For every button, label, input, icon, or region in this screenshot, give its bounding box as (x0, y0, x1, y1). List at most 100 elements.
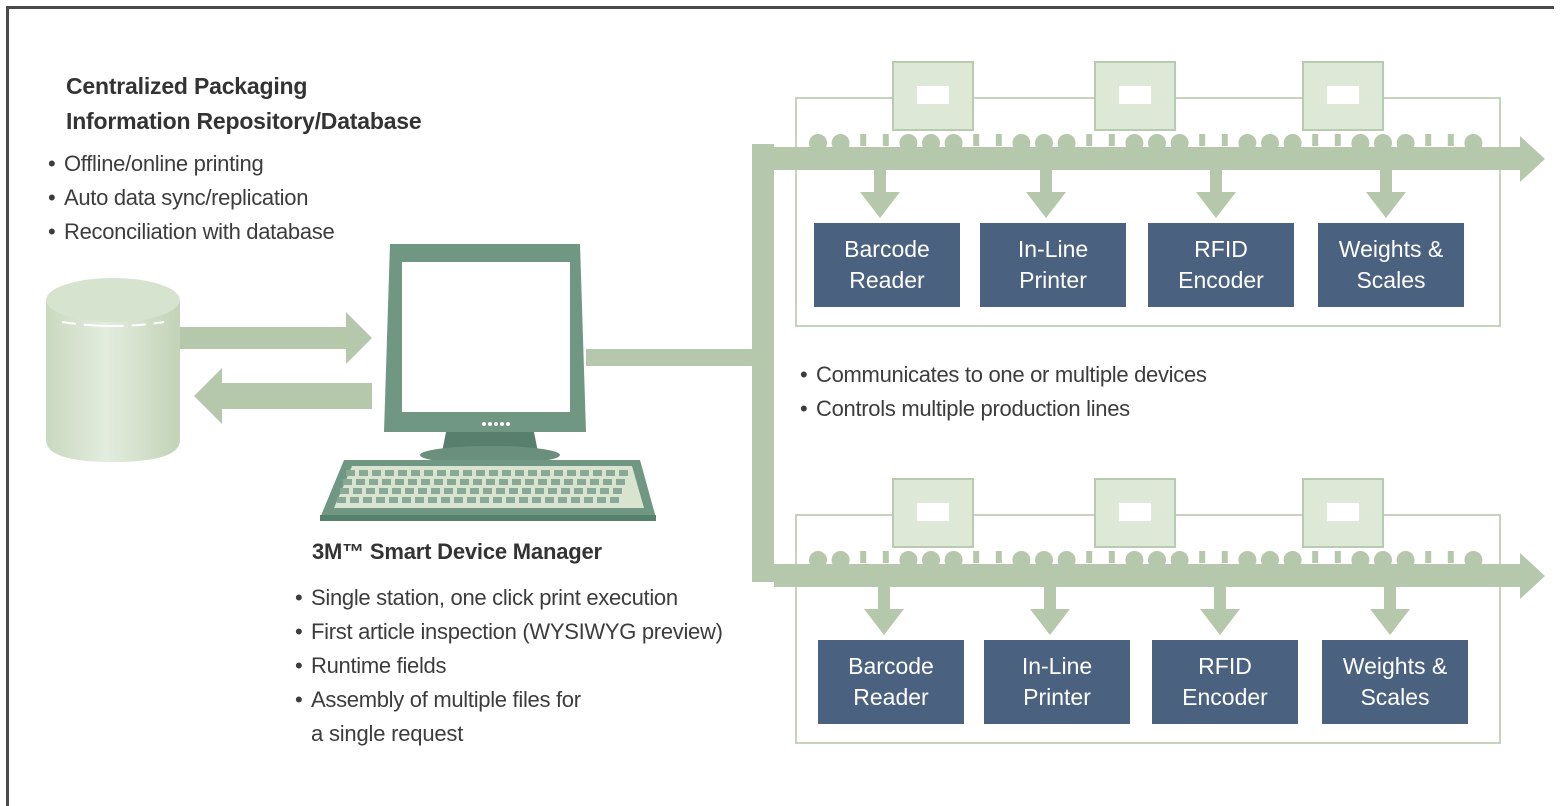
printer-label-slot (917, 503, 949, 521)
manager-bullet: Assembly of multiple files for (293, 683, 723, 717)
keyboard-key (437, 470, 446, 476)
keyboard-key (356, 479, 365, 485)
conveyor-post (1425, 134, 1432, 146)
keyboard-key (554, 470, 563, 476)
device-label-line1: Barcode (848, 653, 934, 679)
conveyor-arrow (774, 136, 1545, 182)
network-bullet: Communicates to one or multiple devices (798, 358, 1207, 392)
device-label-line2: Encoder (1182, 684, 1268, 710)
conveyor-arrow (774, 553, 1545, 599)
keyboard-key (441, 497, 450, 503)
device-box-weights-scales: Weights &Scales (1322, 640, 1468, 724)
device-box-weights-scales: Weights &Scales (1318, 223, 1464, 307)
conveyor-post (1221, 134, 1228, 146)
keyboard-key (619, 470, 628, 476)
device-label-line2: Reader (849, 267, 925, 293)
device-label-line2: Encoder (1178, 267, 1264, 293)
keyboard-key (528, 470, 537, 476)
keyboard-key (343, 479, 352, 485)
keyboard-key (610, 497, 619, 503)
monitor-led (500, 422, 504, 426)
keyboard-key (424, 470, 433, 476)
repository-title-line1: Centralized Packaging (66, 73, 308, 99)
keyboard-key (389, 497, 398, 503)
keyboard-key (346, 470, 355, 476)
keyboard-key (597, 497, 606, 503)
keyboard-key (372, 470, 381, 476)
conveyor-post (1086, 134, 1093, 146)
monitor-led (494, 422, 498, 426)
keyboard-key (545, 497, 554, 503)
keyboard-key (395, 479, 404, 485)
printer-label-slot (1327, 86, 1359, 104)
manager-title: 3M™ Smart Device Manager (312, 539, 602, 564)
keyboard-key (480, 497, 489, 503)
device-label-line2: Scales (1356, 267, 1426, 293)
manager-bullet: Single station, one click print executio… (293, 581, 723, 615)
network-trunk-lines (586, 144, 774, 582)
keyboard-front (320, 515, 656, 521)
monitor-led (482, 422, 486, 426)
keyboard-key (382, 479, 391, 485)
conveyor-post (1086, 551, 1093, 563)
repository-title-line2: Information Repository/Database (66, 108, 422, 134)
keyboard-key (525, 479, 534, 485)
keyboard-key (366, 488, 375, 494)
keyboard-key (418, 488, 427, 494)
printer-label-slot (1119, 86, 1151, 104)
keyboard-key (603, 479, 612, 485)
conveyor-post (1334, 134, 1341, 146)
data-sync-arrows (180, 312, 372, 424)
network-bullet: Controls multiple production lines (798, 392, 1207, 426)
network-bullet-list: Communicates to one or multiple devices … (798, 358, 1207, 426)
keyboard-key (600, 488, 609, 494)
repository-bullet-list: Offline/online printing Auto data sync/r… (46, 147, 335, 249)
keyboard-key (476, 470, 485, 476)
keyboard-key (496, 488, 505, 494)
repository-bullet: Auto data sync/replication (46, 181, 334, 215)
keyboard-key (379, 488, 388, 494)
keyboard-key (499, 479, 508, 485)
production-line-1-graphics (774, 61, 1545, 327)
keyboard-key (340, 488, 349, 494)
keyboard-key (447, 479, 456, 485)
database-cylinder-icon (46, 278, 180, 462)
conveyor-post (860, 134, 867, 146)
manager-bullet: First article inspection (WYSIWYG previe… (293, 615, 723, 649)
trunk-horizontal (586, 349, 756, 366)
keyboard-key (385, 470, 394, 476)
keyboard-key (467, 497, 476, 503)
conveyor-post (860, 551, 867, 563)
keyboard-key (337, 497, 346, 503)
monitor-screen (402, 262, 570, 412)
keyboard-key (454, 497, 463, 503)
keyboard-key (350, 497, 359, 503)
cylinder-highlight (61, 321, 165, 327)
keyboard-key (564, 479, 573, 485)
keyboard-key (571, 497, 580, 503)
keyboard-key (434, 479, 443, 485)
keyboard-key (489, 470, 498, 476)
device-feed-arrow (1370, 585, 1410, 635)
keyboard-key (532, 497, 541, 503)
keyboard-key (353, 488, 362, 494)
device-feed-arrow (1196, 168, 1236, 218)
keyboard-key (398, 470, 407, 476)
keyboard-key (376, 497, 385, 503)
printer-label-slot (1119, 503, 1151, 521)
conveyor-post (1447, 551, 1454, 563)
keyboard-key (580, 470, 589, 476)
monitor-base (420, 446, 560, 464)
device-label-line1: RFID (1194, 236, 1248, 262)
keyboard-key (538, 479, 547, 485)
keyboard-key (428, 497, 437, 503)
conveyor-post (882, 134, 889, 146)
printer-label-slot (917, 86, 949, 104)
conveyor-post (1108, 551, 1115, 563)
cylinder-top (46, 278, 180, 322)
device-feed-arrow (1200, 585, 1240, 635)
keyboard-key (535, 488, 544, 494)
